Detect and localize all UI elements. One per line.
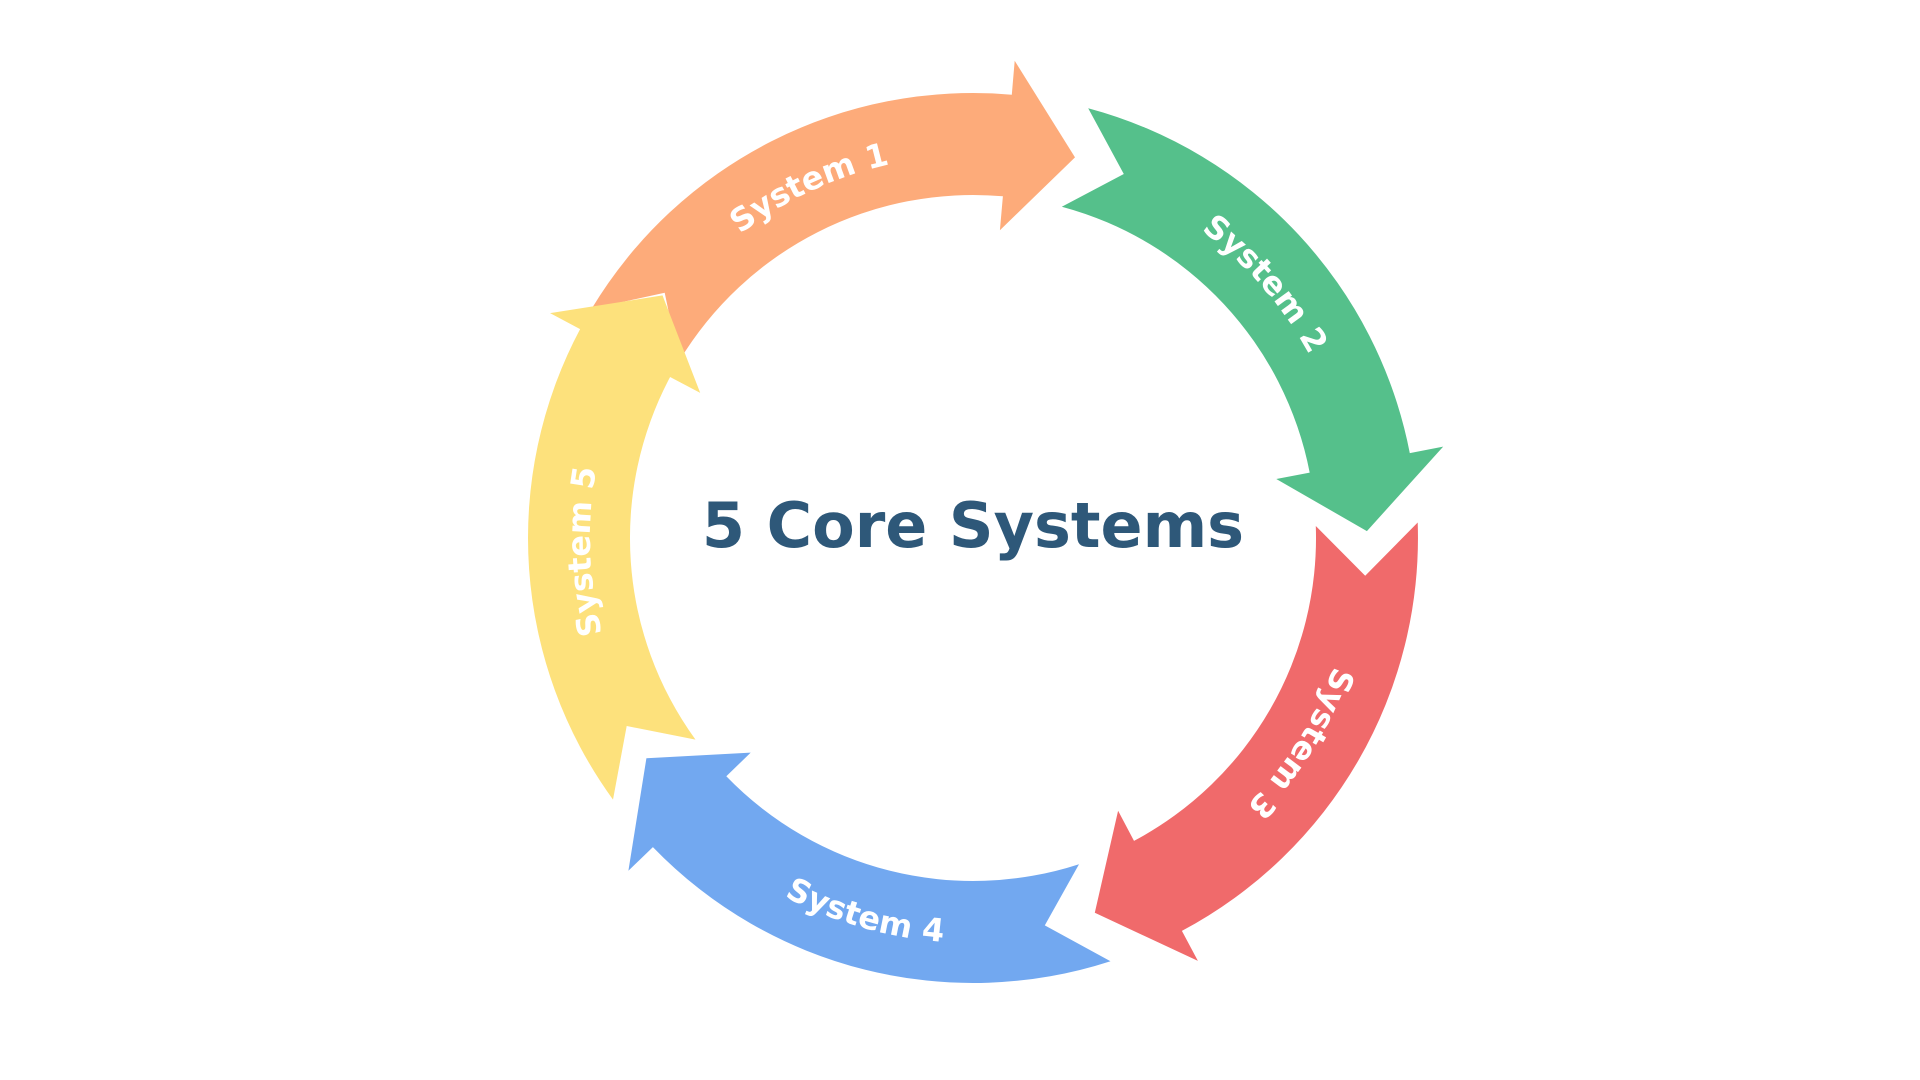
segment-system-2	[1061, 108, 1444, 532]
segment-system-5	[528, 295, 701, 800]
segment-system-4	[628, 752, 1111, 983]
segment-system-3	[1094, 522, 1418, 961]
segment-system-1	[591, 60, 1075, 362]
diagram-title: 5 Core Systems	[702, 489, 1244, 562]
